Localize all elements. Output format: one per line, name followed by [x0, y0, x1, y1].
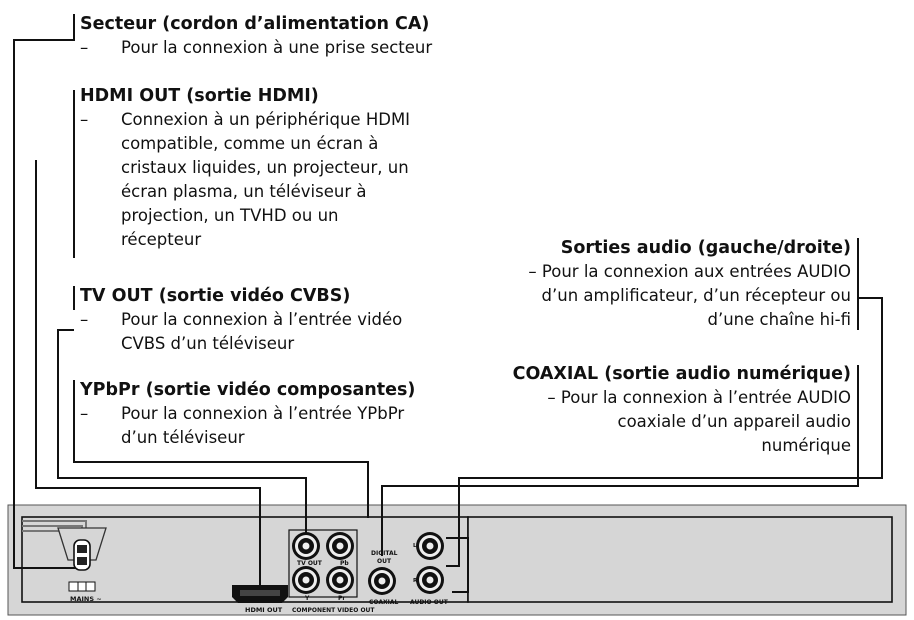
digital-label: DIGITAL [371, 550, 398, 557]
dash: – [80, 310, 89, 329]
coaxial-jack [368, 567, 396, 595]
callout-coaxial-line: coaxiale d’un appareil audio [617, 412, 851, 431]
callout-coaxial: COAXIAL (sortie audio numérique) – Pour … [430, 362, 851, 458]
callout-mains-heading: Secteur (cordon d’alimentation CA) [80, 14, 430, 34]
leader-hdmi [35, 160, 261, 585]
hdmi-out-label: HDMI OUT [245, 606, 283, 614]
callout-hdmi: HDMI OUT (sortie HDMI) – Connexion à un … [78, 84, 468, 252]
callout-coaxial-line: numérique [761, 436, 851, 455]
callout-hdmi-line: écran plasma, un téléviseur à [121, 182, 367, 201]
mains-socket [57, 527, 107, 592]
leader-audio [446, 297, 883, 567]
callout-ypbpr-line: Pour la connexion à l’entrée YPbPr [121, 404, 405, 423]
coaxial-label: COAXIAL [369, 599, 398, 606]
audio-l-jack [416, 532, 444, 560]
callout-hdmi-line: projection, un TVHD ou un [121, 206, 339, 225]
callout-hdmi-heading: HDMI OUT (sortie HDMI) [80, 86, 319, 106]
pb-jack [326, 532, 354, 560]
pr-jack [326, 566, 354, 594]
audio-r-label: R [413, 578, 418, 584]
y-label: Y [304, 595, 310, 602]
callout-ypbpr: YPbPr (sortie vidéo composantes) – Pour … [78, 378, 468, 450]
callout-tvout-heading: TV OUT (sortie vidéo CVBS) [80, 286, 351, 306]
rear-panel-section-right [467, 516, 893, 603]
callout-audio-line: d’une chaîne hi-fi [707, 310, 852, 329]
out-label: OUT [377, 558, 392, 565]
callout-mains: Secteur (cordon d’alimentation CA) – Pou… [78, 12, 468, 60]
callout-mains-line: Pour la connexion à une prise secteur [121, 38, 433, 57]
leader-ypbpr [73, 380, 369, 518]
leader-tvout [57, 329, 307, 534]
pr-label: Pr [338, 595, 345, 602]
callout-coaxial-line: – Pour la connexion à l’entrée AUDIO [547, 388, 851, 407]
tv-out-jack [292, 532, 320, 560]
callout-hdmi-line: cristaux liquides, un projecteur, un [121, 158, 409, 177]
dash: – [80, 110, 89, 129]
tv-out-label: TV OUT [297, 560, 323, 567]
dash: – [80, 38, 89, 57]
callout-tvout: TV OUT (sortie vidéo CVBS) – Pour la con… [78, 284, 468, 356]
callout-audio: Sorties audio (gauche/droite) – Pour la … [430, 236, 851, 332]
callout-audio-line: – Pour la connexion aux entrées AUDIO [528, 262, 851, 281]
audio-l-label: L [413, 543, 417, 549]
hdmi-port [232, 585, 288, 603]
component-video-out-label: COMPONENT VIDEO OUT [292, 607, 375, 614]
mains-label: MAINS ~ [70, 595, 102, 603]
y-jack [292, 566, 320, 594]
dash: – [80, 404, 89, 423]
component-jack-frame [288, 529, 358, 598]
callout-ypbpr-heading: YPbPr (sortie vidéo composantes) [80, 380, 416, 400]
callout-hdmi-line: Connexion à un périphérique HDMI [121, 110, 411, 129]
audio-out-label: AUDIO OUT [410, 599, 449, 606]
callout-tvout-line: CVBS d’un téléviseur [121, 334, 295, 353]
leader-mains [13, 14, 80, 569]
pb-label: Pb [340, 560, 349, 567]
callout-tvout-line: Pour la connexion à l’entrée vidéo [121, 310, 403, 329]
callout-audio-heading: Sorties audio (gauche/droite) [560, 238, 851, 258]
audio-r-jack [416, 566, 444, 594]
callout-audio-line: d’un amplificateur, d’un récepteur ou [541, 286, 851, 305]
callout-hdmi-line: compatible, comme un écran à [121, 134, 379, 153]
leader-audio-join [446, 537, 469, 593]
leader-coaxial [381, 454, 859, 556]
callout-coaxial-heading: COAXIAL (sortie audio numérique) [512, 364, 851, 384]
callout-hdmi-line: récepteur [121, 230, 202, 249]
callout-ypbpr-line: d’un téléviseur [121, 428, 245, 447]
